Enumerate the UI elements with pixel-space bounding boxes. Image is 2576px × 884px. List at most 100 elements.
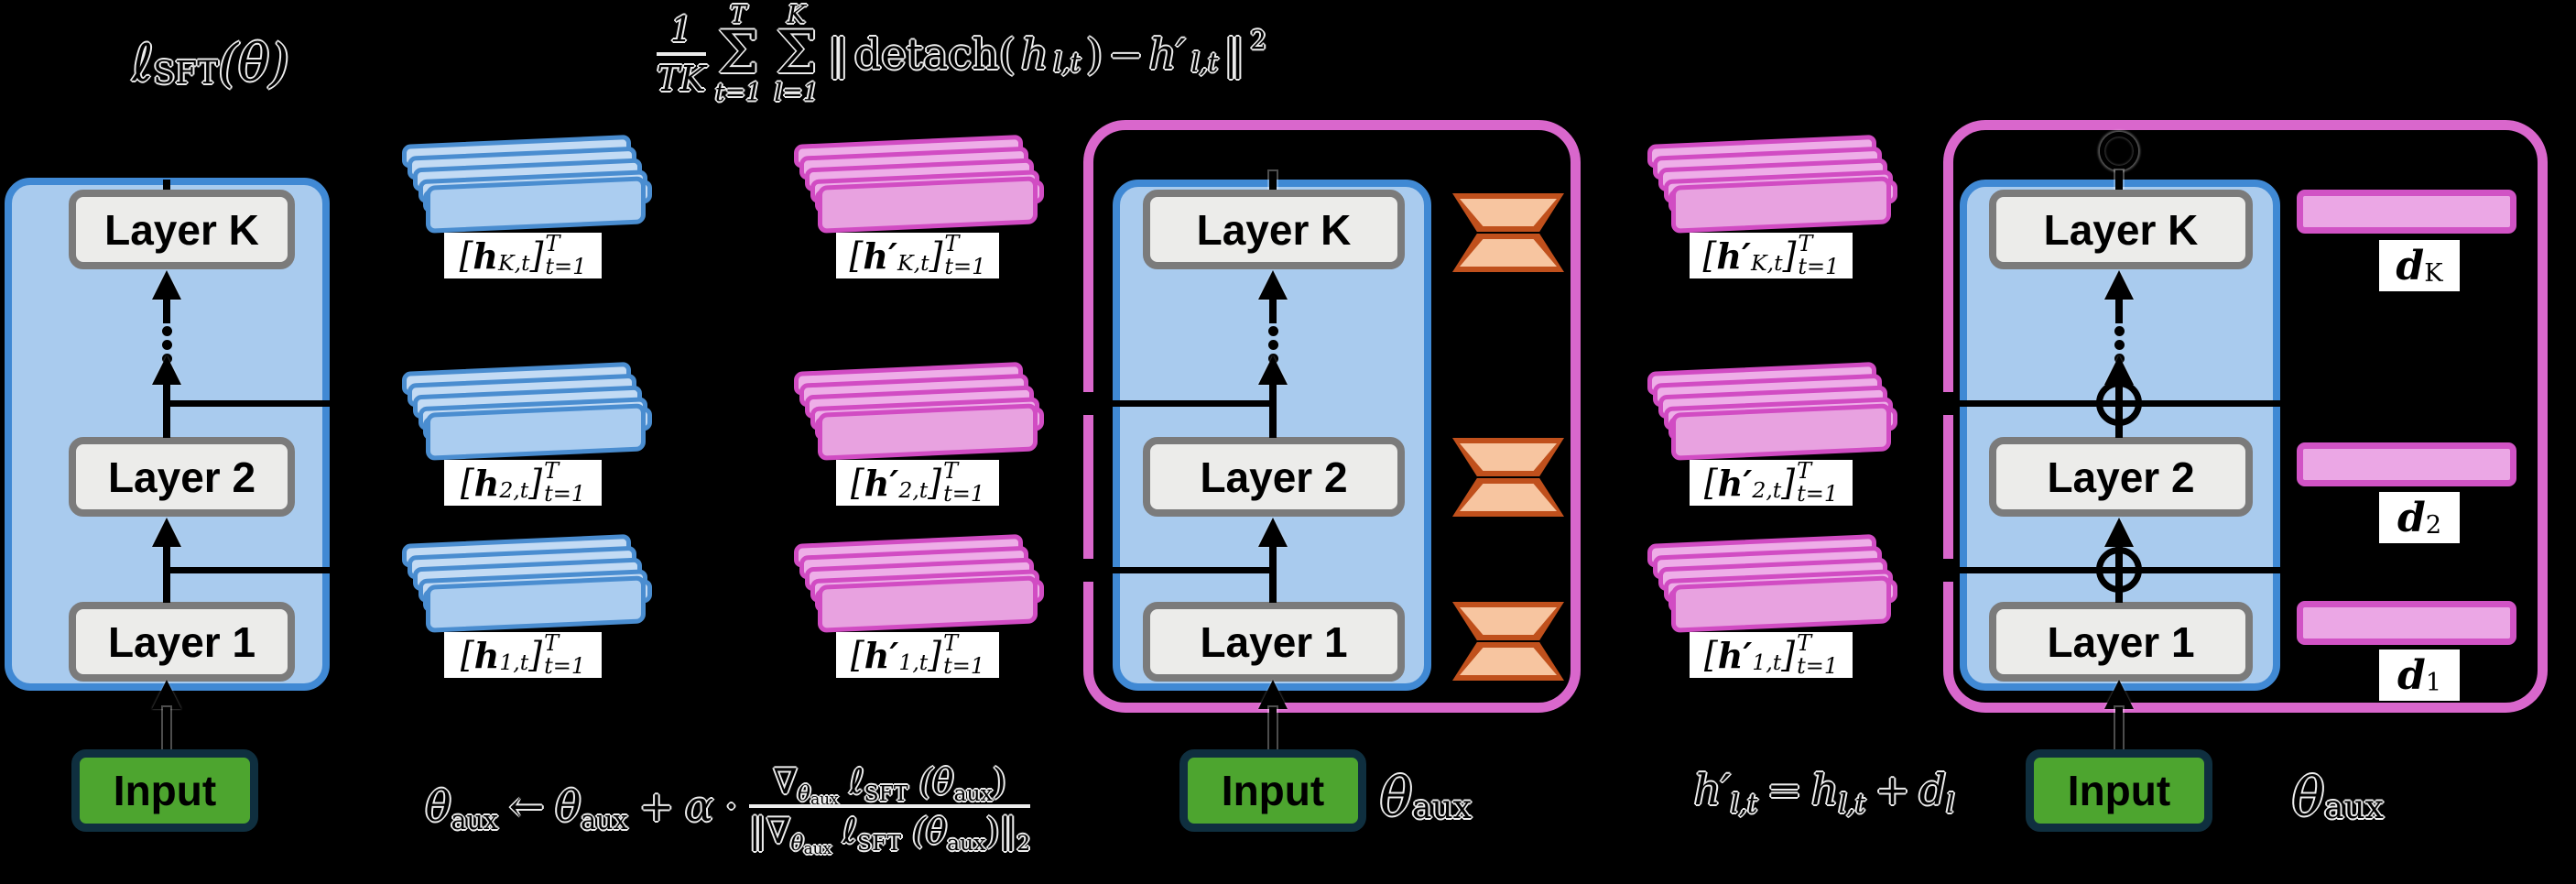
hidden-states-stack-blue-2 bbox=[398, 361, 655, 464]
hidden-tap-line bbox=[163, 567, 332, 573]
output-node-icon bbox=[2100, 132, 2138, 170]
up-arrowhead bbox=[2104, 270, 2134, 300]
connector-line bbox=[2115, 707, 2123, 750]
up-arrowhead bbox=[1258, 355, 1288, 385]
input-label: Input bbox=[113, 767, 217, 814]
plus-circle-icon bbox=[2096, 547, 2142, 593]
vertical-ellipsis-icon bbox=[1268, 326, 1278, 336]
input-label: Input bbox=[1221, 767, 1325, 814]
adapter-icon bbox=[1452, 438, 1564, 476]
aux-hidden-stack-1 bbox=[790, 533, 1047, 636]
up-arrowhead bbox=[1258, 518, 1288, 547]
vertical-ellipsis-icon bbox=[1268, 340, 1278, 350]
aux-model-outline bbox=[1083, 120, 1581, 713]
residual-formula: h′l,t = hl,t + dl bbox=[1693, 765, 1955, 820]
vertical-ellipsis-icon bbox=[162, 326, 172, 336]
delta-bar bbox=[2297, 601, 2516, 645]
vertical-ellipsis-icon bbox=[2114, 340, 2125, 350]
connector-line bbox=[163, 298, 170, 323]
layer-2-label: Layer 2 bbox=[107, 453, 256, 501]
input-box: Input bbox=[2026, 749, 2212, 832]
connector-line bbox=[1269, 298, 1277, 323]
ell-symbol: ℓ bbox=[132, 33, 154, 93]
adapter-icon bbox=[1452, 478, 1564, 517]
layer-2-box: Layer 2 bbox=[1143, 437, 1405, 517]
hidden-states-stack-blue-1 bbox=[398, 533, 655, 636]
adapter-icon bbox=[1452, 193, 1564, 232]
up-arrowhead bbox=[152, 680, 181, 709]
layer-1-label: Layer 1 bbox=[1200, 617, 1348, 666]
hidden-tap-line bbox=[1076, 400, 1277, 407]
layer-2-box: Layer 2 bbox=[1989, 437, 2253, 517]
layer-k-box: Layer K bbox=[1143, 190, 1405, 269]
layer-1-box: Layer 1 bbox=[69, 602, 295, 682]
layer-1-box: Layer 1 bbox=[1143, 602, 1405, 682]
adapter-icon bbox=[1452, 602, 1564, 640]
aux-hidden-stack-2 bbox=[790, 361, 1047, 464]
layer-k-label: Layer K bbox=[1196, 205, 1352, 254]
up-arrowhead bbox=[152, 355, 181, 385]
delta-bar bbox=[2297, 190, 2516, 234]
layer-2-label: Layer 2 bbox=[1200, 453, 1348, 501]
input-box: Input bbox=[1179, 749, 1366, 832]
hidden-tap-line bbox=[163, 400, 332, 407]
layer-k-label: Layer K bbox=[2043, 205, 2199, 254]
layer-2-box: Layer 2 bbox=[69, 437, 295, 517]
aux-hidden-stack-1 bbox=[1644, 533, 1900, 636]
layer-1-label: Layer 1 bbox=[107, 617, 256, 666]
layer-1-label: Layer 1 bbox=[2047, 617, 2195, 666]
up-arrowhead bbox=[2104, 355, 2134, 385]
connector-line bbox=[1269, 171, 1277, 191]
up-arrowhead bbox=[2104, 518, 2134, 547]
connector-line bbox=[1269, 707, 1277, 750]
hidden-tap-line bbox=[1076, 567, 1277, 573]
adapter-icon bbox=[1452, 642, 1564, 681]
aux-hidden-stack-2 bbox=[1644, 361, 1900, 464]
delta-bar bbox=[2297, 442, 2516, 486]
hidden-states-stack-blue-k bbox=[398, 134, 655, 236]
connector-line bbox=[163, 545, 170, 603]
connector-line bbox=[2115, 170, 2123, 191]
up-arrowhead bbox=[152, 518, 181, 547]
layer-1-box: Layer 1 bbox=[1989, 602, 2253, 682]
up-arrowhead bbox=[152, 270, 181, 300]
delta-model-outline bbox=[1943, 120, 2548, 713]
input-box: Input bbox=[71, 749, 258, 832]
connector-line bbox=[163, 707, 170, 750]
update-formula: θaux ← θaux + α · ∇θaux ℓSFT (θaux) ‖∇θa… bbox=[425, 761, 1031, 858]
adapter-icon bbox=[1452, 234, 1564, 272]
vertical-ellipsis-icon bbox=[162, 340, 172, 350]
connector-line bbox=[2115, 298, 2123, 323]
connector-line bbox=[163, 180, 170, 191]
plus-circle-icon bbox=[2096, 380, 2142, 426]
connector-line bbox=[163, 383, 170, 438]
layer-k-label: Layer K bbox=[104, 205, 259, 254]
input-label: Input bbox=[2067, 767, 2171, 814]
aux-hidden-stack-k bbox=[1644, 134, 1900, 236]
layer-2-label: Layer 2 bbox=[2047, 453, 2195, 501]
layer-k-box: Layer K bbox=[69, 190, 295, 269]
up-arrowhead bbox=[1258, 270, 1288, 300]
aux-hidden-stack-k bbox=[790, 134, 1047, 236]
layer-k-box: Layer K bbox=[1989, 190, 2253, 269]
up-arrowhead bbox=[1258, 680, 1288, 709]
up-arrowhead bbox=[2104, 680, 2134, 709]
